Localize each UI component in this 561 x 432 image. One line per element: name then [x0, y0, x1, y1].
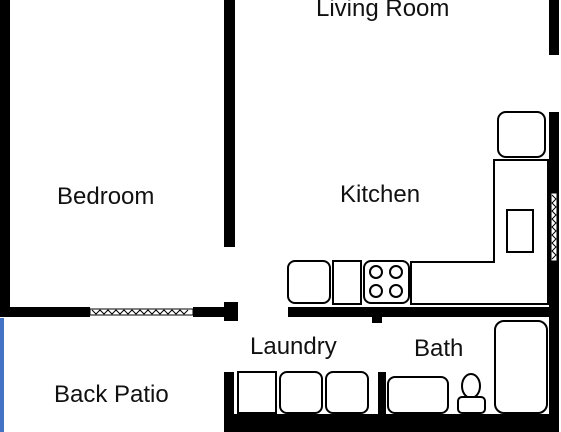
kitchen-counter — [410, 159, 549, 305]
stove — [363, 260, 410, 304]
toilet-icon — [457, 373, 486, 414]
laundry-bath-post — [372, 307, 382, 323]
sink-icon — [506, 209, 534, 253]
window-icon — [550, 192, 558, 262]
washer — [279, 371, 323, 414]
door-post — [224, 302, 238, 321]
bathtub — [494, 320, 548, 414]
laundry-cabinet — [237, 371, 277, 414]
kitchen-bottom-wall — [288, 307, 559, 317]
window-icon — [89, 308, 194, 316]
refrigerator — [497, 111, 546, 158]
patio-edge — [0, 318, 4, 432]
cabinet — [287, 260, 331, 304]
bedroom-bottom-wall-right — [193, 307, 225, 317]
bedroom-kitchen-wall — [224, 0, 235, 247]
bath-vanity — [387, 376, 449, 414]
laundry-left-wall — [224, 372, 234, 432]
stove-burner-icon — [369, 265, 383, 279]
room-label-laundry: Laundry — [250, 333, 337, 360]
stove-burner-icon — [389, 265, 403, 279]
stove-burner-icon — [369, 284, 383, 298]
room-label-bath: Bath — [414, 335, 464, 362]
laundry-bath-divider — [378, 372, 386, 432]
room-label-kitchen: Kitchen — [340, 181, 421, 208]
stove-burner-icon — [389, 284, 403, 298]
bedroom-left-wall — [0, 0, 10, 312]
bottom-wall — [224, 414, 559, 432]
dishwasher — [332, 260, 362, 305]
living-room-right-wall — [549, 0, 559, 55]
kitchen-right-wall — [549, 112, 559, 432]
bedroom-bottom-wall-left — [0, 307, 90, 317]
room-label-back-patio: Back Patio — [54, 381, 169, 408]
dryer — [325, 371, 369, 414]
room-label-living-room: Living Room — [316, 0, 450, 22]
room-label-bedroom: Bedroom — [57, 183, 155, 210]
